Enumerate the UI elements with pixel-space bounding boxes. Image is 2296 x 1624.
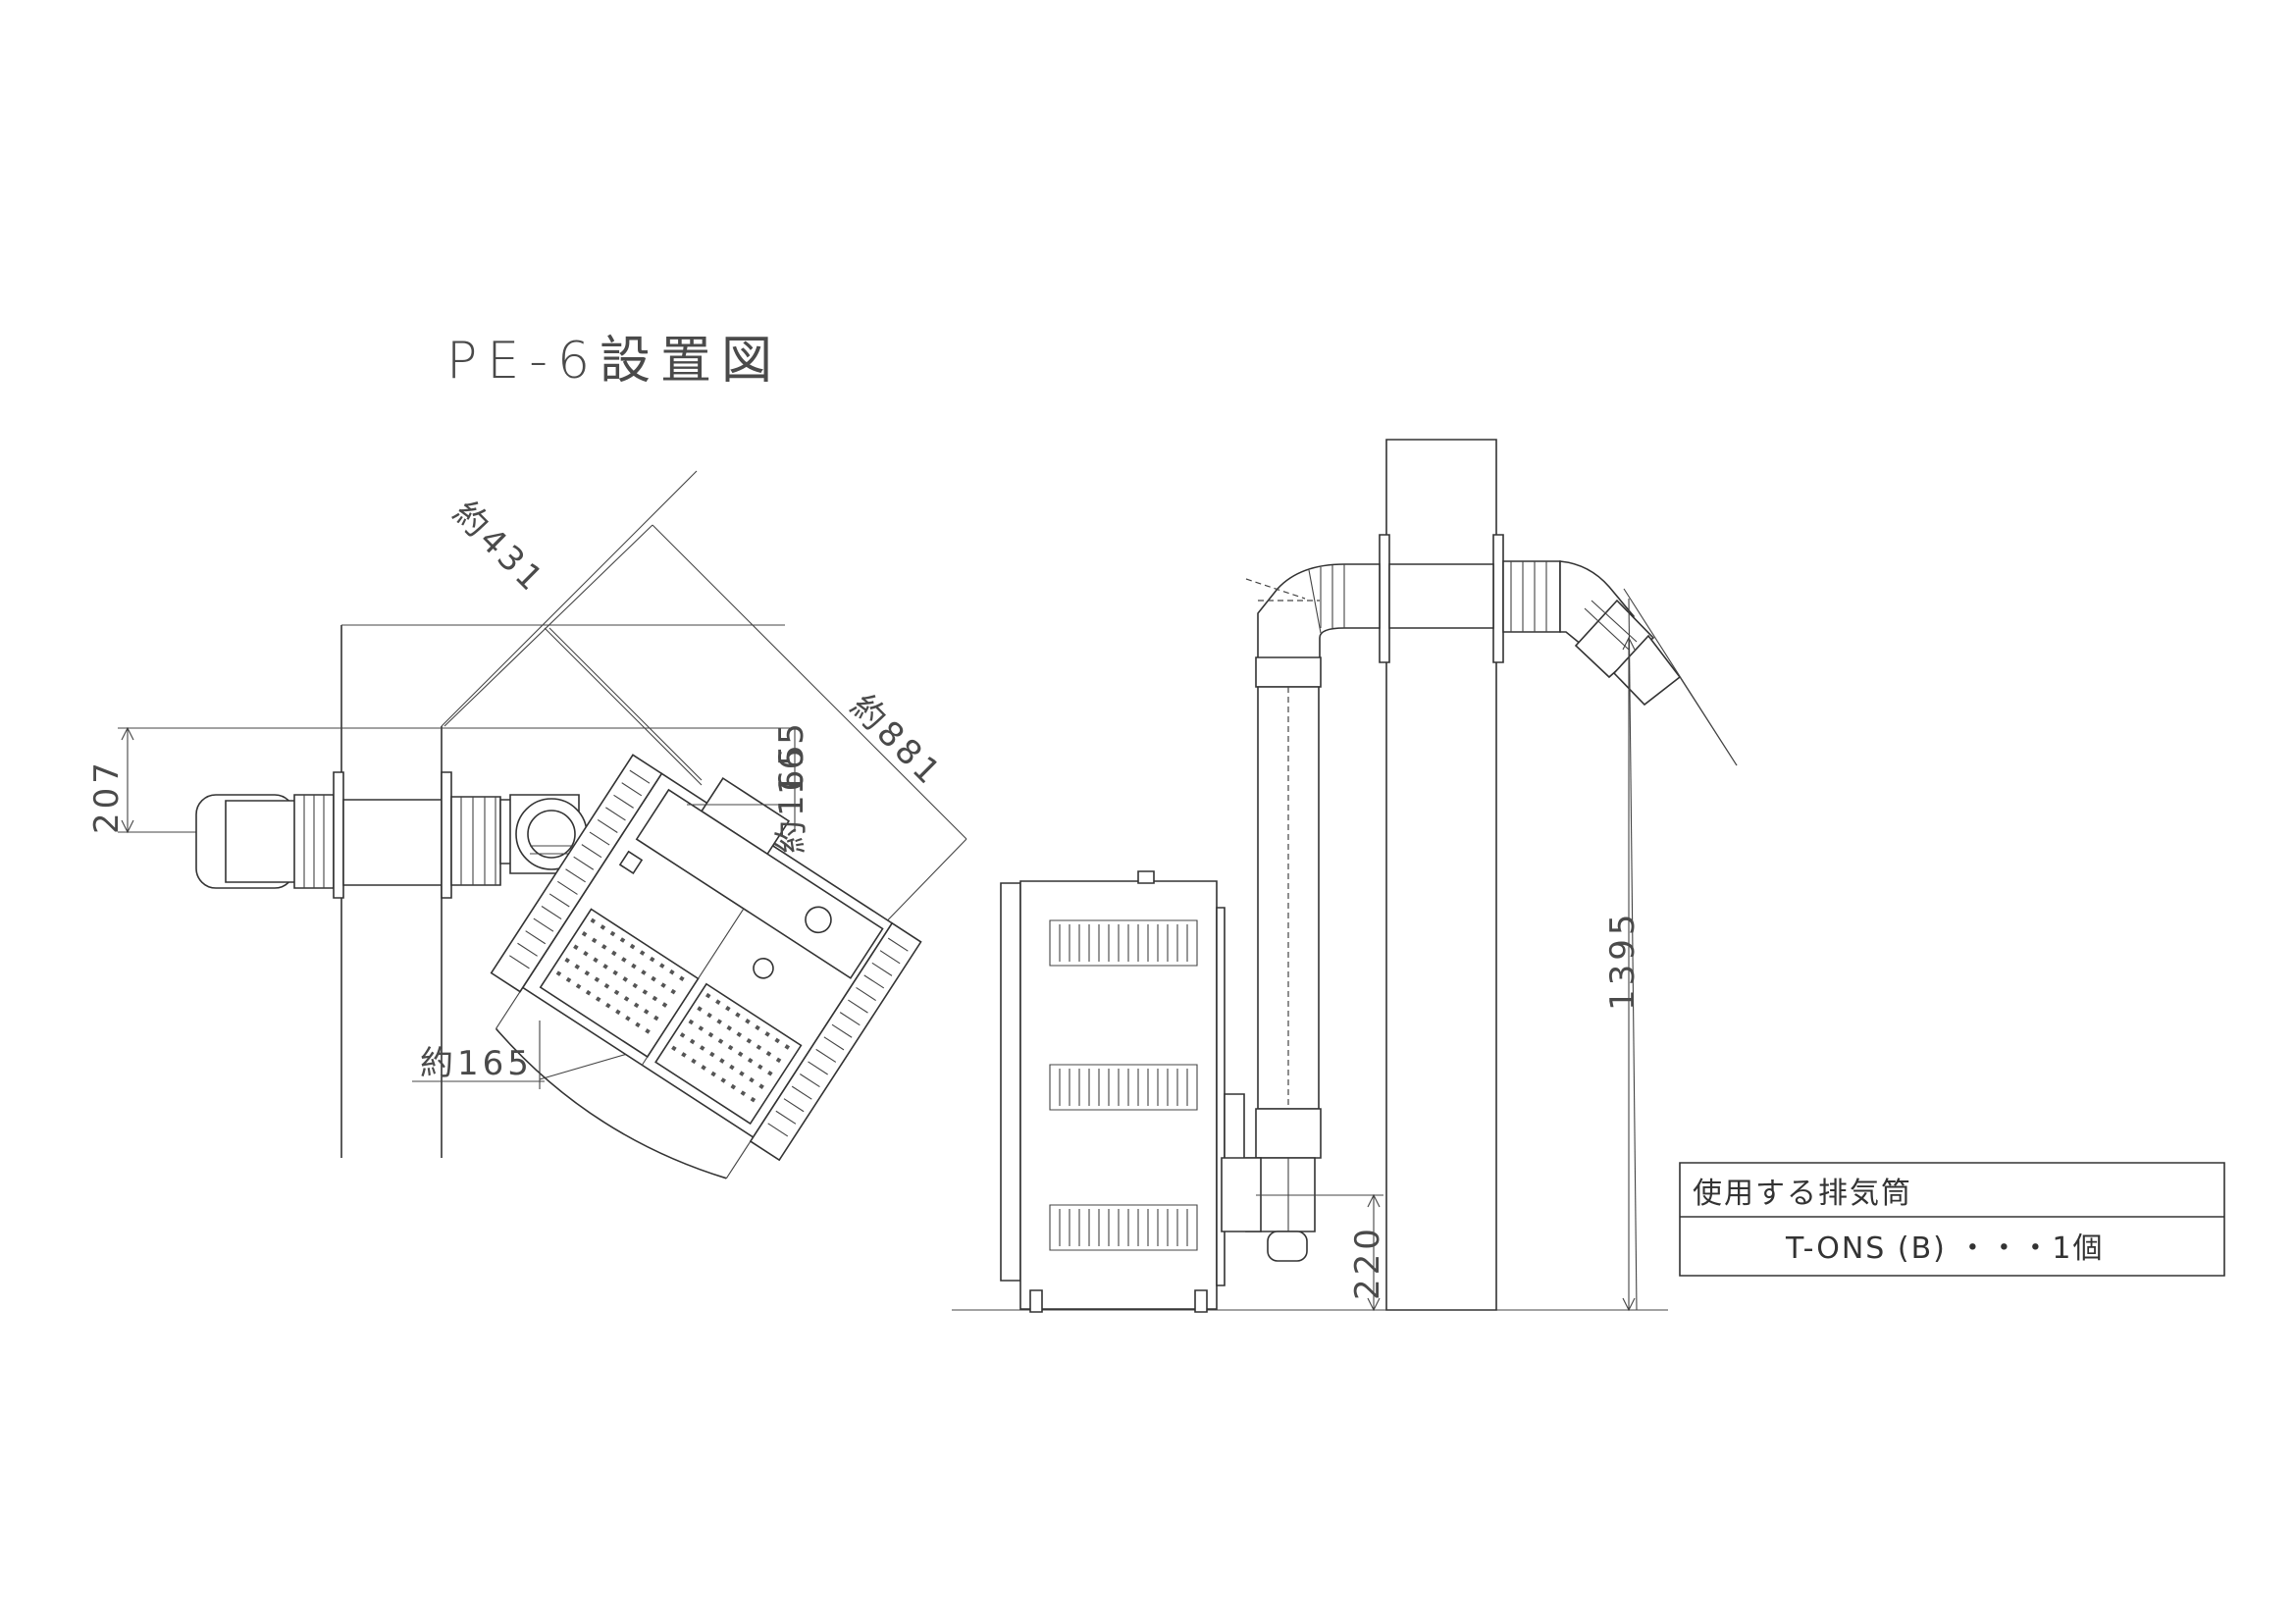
dim-approx-165-side: 約165 xyxy=(772,741,811,854)
table-header: 使用する排気筒 xyxy=(1693,1177,1912,1211)
dim-207: 207 xyxy=(87,759,127,834)
exhaust-pipe-table xyxy=(1680,1163,2224,1276)
plan-view xyxy=(118,471,966,1214)
elevation-view xyxy=(952,440,1737,1312)
dim-approx-431: 約431 xyxy=(445,494,553,602)
dim-220: 220 xyxy=(1348,1225,1387,1300)
dim-approx-881: 約881 xyxy=(843,687,951,795)
table-value: T-ONS (B) ・・・1個 xyxy=(1785,1231,2104,1266)
drawing-title: PE-6設置図 xyxy=(446,332,782,391)
dim-165-vertical: 165 xyxy=(772,719,811,795)
dim-approx-165-bottom: 約165 xyxy=(420,1044,533,1083)
dim-1395: 1395 xyxy=(1603,910,1643,1011)
